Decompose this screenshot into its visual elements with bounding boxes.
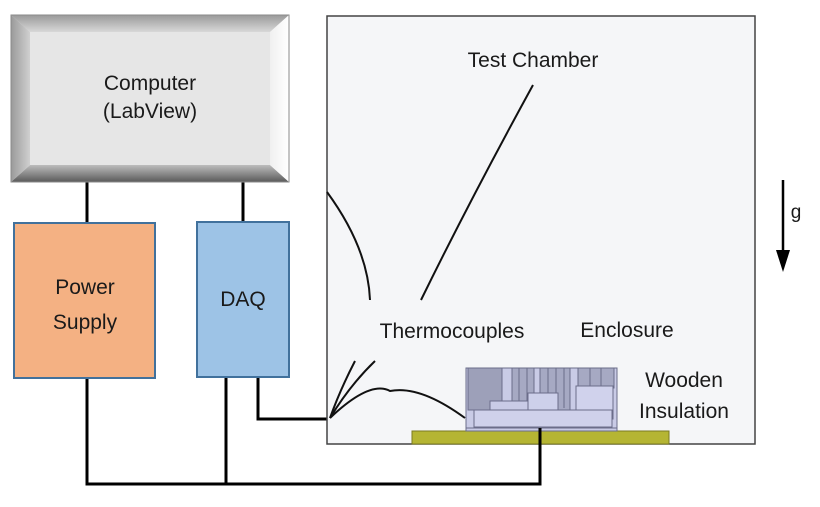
gravity-indicator: g <box>776 180 801 272</box>
test-chamber: Test Chamber Thermocouples Enclosure Woo… <box>326 15 756 446</box>
enclosure-label: Enclosure <box>580 319 673 342</box>
thermocouple-wire-enclosure <box>329 387 466 419</box>
power-supply-box: Power Supply <box>13 222 156 379</box>
thermocouple-wire-chamber-wall <box>326 191 371 301</box>
daq-label: DAQ <box>220 288 266 311</box>
wire-daq-to-thermocouples <box>256 376 330 421</box>
thermocouple-wires <box>326 84 534 419</box>
gravity-label: g <box>791 202 802 223</box>
gravity-arrow-head-icon <box>776 250 790 272</box>
wooden-insulation-label-line2: Insulation <box>639 400 729 423</box>
computer-label-line1: Computer <box>104 72 196 95</box>
computer-box: Computer (LabView) <box>10 14 290 183</box>
thermocouples-label: Thermocouples <box>380 320 525 343</box>
computer-label-line2: (LabView) <box>103 100 197 123</box>
wire-ground-bus <box>85 376 542 486</box>
test-chamber-label: Test Chamber <box>468 49 599 72</box>
thermocouple-wire-chamber-air <box>420 84 534 301</box>
power-supply-label-line1: Power <box>55 276 115 299</box>
wiring <box>85 180 542 486</box>
thermocouple-wire-b <box>329 360 376 419</box>
power-supply-label-line2: Supply <box>53 311 118 334</box>
wooden-insulation-label-line1: Wooden <box>645 369 723 392</box>
daq-box: DAQ <box>196 221 290 378</box>
enclosure-assembly <box>465 367 618 432</box>
